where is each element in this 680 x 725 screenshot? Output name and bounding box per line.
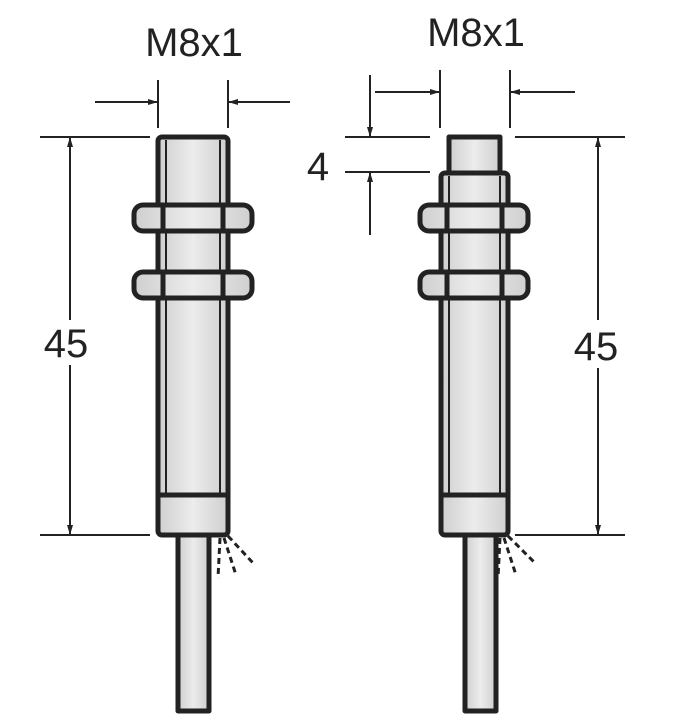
left-thread-label: M8x1 [145, 21, 243, 65]
right-length-label: 45 [574, 325, 619, 369]
cable [462, 530, 499, 714]
left-sensor: M8x1 45 [40, 21, 290, 714]
nut [131, 269, 255, 301]
sensor-body [155, 134, 231, 538]
nut [417, 202, 531, 234]
sensor-body [438, 170, 511, 538]
tip-length-label: 4 [307, 145, 329, 189]
cable [175, 530, 212, 714]
nut [417, 269, 531, 301]
right-sensor: M8x1 4 45 [307, 11, 625, 714]
led-light-rays [496, 534, 537, 579]
left-length-label: 45 [44, 322, 89, 366]
nut [131, 202, 255, 234]
sensing-tip [446, 134, 503, 178]
led-light-rays [216, 534, 255, 579]
right-thread-label: M8x1 [427, 11, 525, 55]
